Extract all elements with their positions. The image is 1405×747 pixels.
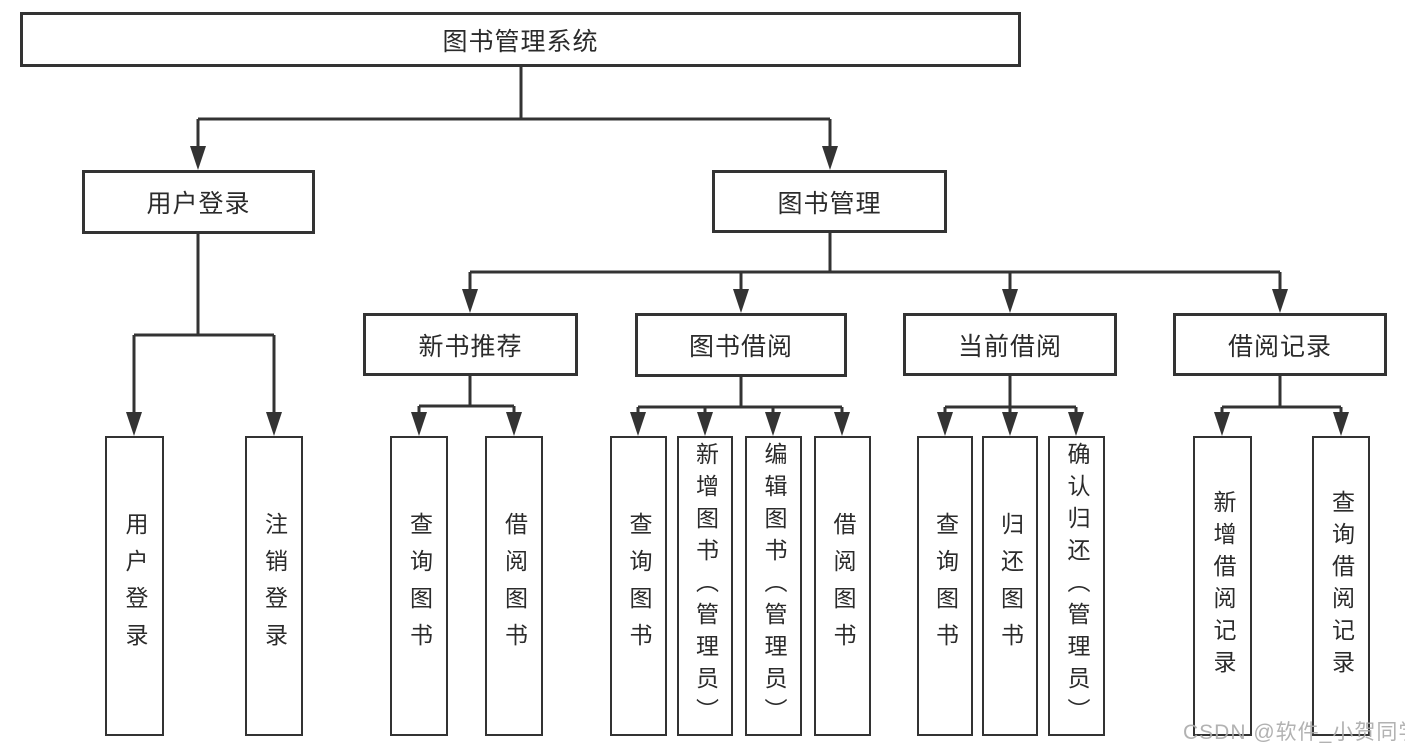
leaf-borrow-books-recommend-label: 借阅图书 — [501, 512, 528, 660]
node-borrow-records: 借阅记录 — [1173, 313, 1387, 376]
node-book-management: 图书管理 — [712, 170, 947, 233]
leaf-borrow-book-label: 借阅图书 — [830, 512, 856, 660]
leaf-logout: 注销登录 — [245, 436, 303, 736]
node-current-borrow: 当前借阅 — [903, 313, 1117, 376]
leaf-query-books-current-label: 查询图书 — [932, 512, 959, 660]
node-book-management-label: 图书管理 — [777, 189, 882, 218]
leaf-query-books-recommend-label: 查询图书 — [406, 512, 433, 660]
node-new-book-recommend-label: 新书推荐 — [418, 332, 523, 361]
leaf-add-borrow-record: 新增借阅记录 — [1193, 436, 1252, 736]
leaf-edit-book-admin-label: 编辑图书（管理员） — [761, 442, 787, 730]
leaf-borrow-book: 借阅图书 — [814, 436, 871, 736]
leaf-query-borrow-record-label: 查询借阅记录 — [1328, 490, 1355, 682]
leaf-confirm-return-admin: 确认归还（管理员） — [1048, 436, 1105, 736]
leaf-confirm-return-admin-label: 确认归还（管理员） — [1064, 442, 1090, 730]
leaf-borrow-books-recommend: 借阅图书 — [485, 436, 543, 736]
csdn-watermark: CSDN @软件_小贺同学 — [1183, 721, 1405, 744]
node-book-borrow-label: 图书借阅 — [688, 333, 793, 361]
node-current-borrow-label: 当前借阅 — [957, 332, 1062, 361]
leaf-query-books-recommend: 查询图书 — [390, 436, 448, 736]
leaf-add-borrow-record-label: 新增借阅记录 — [1210, 490, 1236, 682]
leaf-add-book-admin-label: 新增图书（管理员） — [692, 442, 719, 730]
node-book-borrow: 图书借阅 — [635, 313, 847, 377]
leaf-add-book-admin: 新增图书（管理员） — [677, 436, 733, 736]
leaf-user-login-label: 用户登录 — [122, 512, 148, 660]
leaf-query-books-current: 查询图书 — [917, 436, 973, 736]
leaf-query-borrow-record: 查询借阅记录 — [1312, 436, 1370, 736]
node-borrow-records-label: 借阅记录 — [1227, 332, 1332, 361]
leaf-return-book: 归还图书 — [982, 436, 1038, 736]
leaf-edit-book-admin: 编辑图书（管理员） — [745, 436, 802, 736]
arrowheads — [126, 146, 1349, 436]
node-library-system: 图书管理系统 — [20, 12, 1021, 67]
leaf-logout-label: 注销登录 — [261, 512, 288, 660]
node-user-login: 用户登录 — [82, 170, 315, 234]
node-user-login-label: 用户登录 — [146, 190, 251, 218]
node-new-book-recommend: 新书推荐 — [363, 313, 578, 376]
leaf-user-login: 用户登录 — [105, 436, 164, 736]
leaf-return-book-label: 归还图书 — [997, 512, 1024, 660]
leaf-query-books-borrow-label: 查询图书 — [626, 512, 652, 660]
leaf-query-books-borrow: 查询图书 — [610, 436, 667, 736]
node-library-system-label: 图书管理系统 — [442, 27, 599, 56]
